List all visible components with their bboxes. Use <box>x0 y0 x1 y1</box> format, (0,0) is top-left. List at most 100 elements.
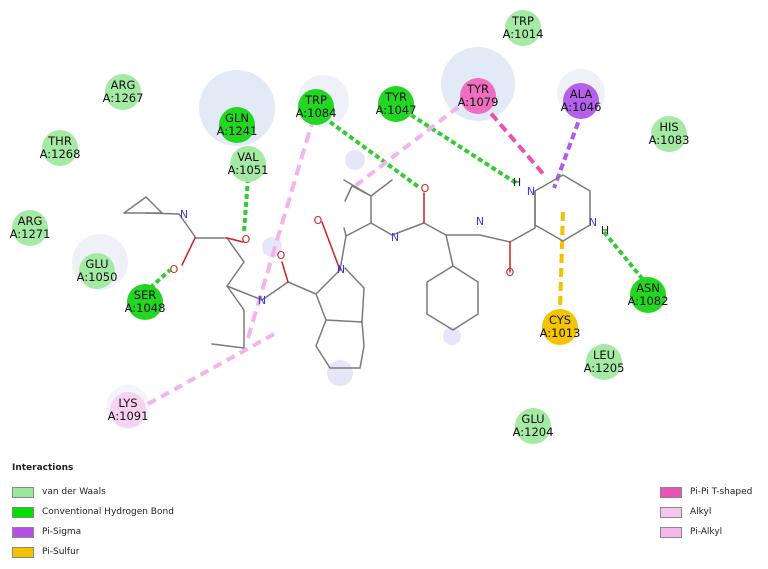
residue-number: A:1051 <box>228 163 269 177</box>
residue-number: A:1205 <box>584 361 625 375</box>
legend-title: Interactions <box>12 463 74 473</box>
legend-swatch <box>12 506 34 518</box>
atom-o-amide: O <box>170 263 179 276</box>
residue-number: A:1267 <box>103 91 144 105</box>
legend-label: Pi-Sulfur <box>42 547 80 557</box>
residue-disc <box>651 116 687 152</box>
hbond-line-val1051 <box>242 177 250 233</box>
residue-disc <box>12 210 48 246</box>
legend-swatch <box>660 506 682 518</box>
residue-number: A:1268 <box>40 147 81 161</box>
hbond-line-ser1048 <box>148 268 172 290</box>
residue-name: ALA <box>570 87 593 101</box>
atom-n-pyrrolidine: N <box>337 263 345 276</box>
residue-name: HIS <box>659 120 678 134</box>
residue-name: TRP <box>304 93 327 107</box>
atom-o-carbonyl-4: O <box>421 182 430 195</box>
residues: TRPA:1014ARGA:1267GLNA:1241TRPA:1084TYRA… <box>10 10 690 444</box>
residue-name: ARG <box>18 214 43 228</box>
residue-disc <box>378 86 414 122</box>
hbond-line-asn1082 <box>602 230 647 284</box>
residue-name: SER <box>134 288 157 302</box>
residue-name: ARG <box>111 78 136 92</box>
residue-number: A:1271 <box>10 227 51 241</box>
alkyl-line-tyr1079 <box>353 96 472 188</box>
legend-item: Pi-Sulfur <box>12 545 79 559</box>
legend-swatch <box>12 546 34 558</box>
alkyl-line-trp1084 <box>246 115 316 339</box>
legend-label: Pi-Sigma <box>42 527 82 537</box>
atom-o-carbonyl-5: O <box>506 266 515 279</box>
atom-n-amide: N <box>180 208 188 221</box>
residue-number: A:1241 <box>217 124 258 138</box>
residue-number: A:1204 <box>513 425 554 439</box>
residue-number: A:1091 <box>108 409 149 423</box>
residue-name: GLU <box>85 257 108 271</box>
atom-n-pyrazine-2: N <box>589 216 597 229</box>
legend-label: van der Waals <box>42 487 106 497</box>
residue-disc <box>505 10 541 46</box>
legend-item: van der Waals <box>12 485 106 499</box>
legend-item: Conventional Hydrogen Bond <box>12 505 174 519</box>
residue-disc <box>79 253 115 289</box>
legend-swatch <box>660 526 682 538</box>
atom-n-backbone-1: N <box>258 294 266 307</box>
residue-name: TRP <box>511 14 534 28</box>
residue-disc <box>42 130 78 166</box>
legend-label: Conventional Hydrogen Bond <box>42 507 174 517</box>
residue-number: A:1047 <box>376 103 417 117</box>
atom-n-pyrazine-1: N <box>527 185 535 198</box>
residue-name: THR <box>47 134 72 148</box>
residue-number: A:1084 <box>296 106 337 120</box>
residue-disc <box>219 107 255 143</box>
pisulfur-line-cys1013 <box>558 211 565 311</box>
residue-name: VAL <box>237 150 259 164</box>
residue-name: TYR <box>384 90 407 104</box>
legend-item: Pi-Pi T-shaped <box>660 485 752 499</box>
interaction-lines <box>147 96 647 406</box>
legend-label: Pi-Alkyl <box>690 527 723 537</box>
legend-swatch <box>660 486 682 498</box>
hbond-line-trp1084 <box>328 120 422 190</box>
residue-disc <box>298 89 334 125</box>
legend-item: Alkyl <box>660 505 711 519</box>
residue-number: A:1013 <box>540 326 581 340</box>
residue-name: LEU <box>593 348 615 362</box>
legend-swatch <box>12 486 34 498</box>
solvent-halos <box>72 47 605 429</box>
atom-o-carbonyl-3: O <box>314 214 323 227</box>
residue-disc <box>515 408 551 444</box>
pipi-line-tyr1079 <box>480 101 547 178</box>
legend-item: Pi-Alkyl <box>660 525 722 539</box>
alkyl-line-lys1091 <box>147 331 277 406</box>
residue-disc <box>563 83 599 119</box>
legend-label: Pi-Pi T-shaped <box>690 487 753 497</box>
residue-number: A:1014 <box>503 27 544 41</box>
residue-disc <box>230 146 266 182</box>
residue-number: A:1079 <box>458 95 499 109</box>
residue-number: A:1050 <box>77 270 118 284</box>
residue-number: A:1082 <box>628 294 669 308</box>
legend-item: Pi-Sigma <box>12 525 81 539</box>
residue-number: A:1083 <box>649 133 690 147</box>
residue-disc <box>542 309 578 345</box>
residue-disc <box>110 392 146 428</box>
residue-name: GLU <box>521 412 544 426</box>
legend-swatch <box>12 526 34 538</box>
